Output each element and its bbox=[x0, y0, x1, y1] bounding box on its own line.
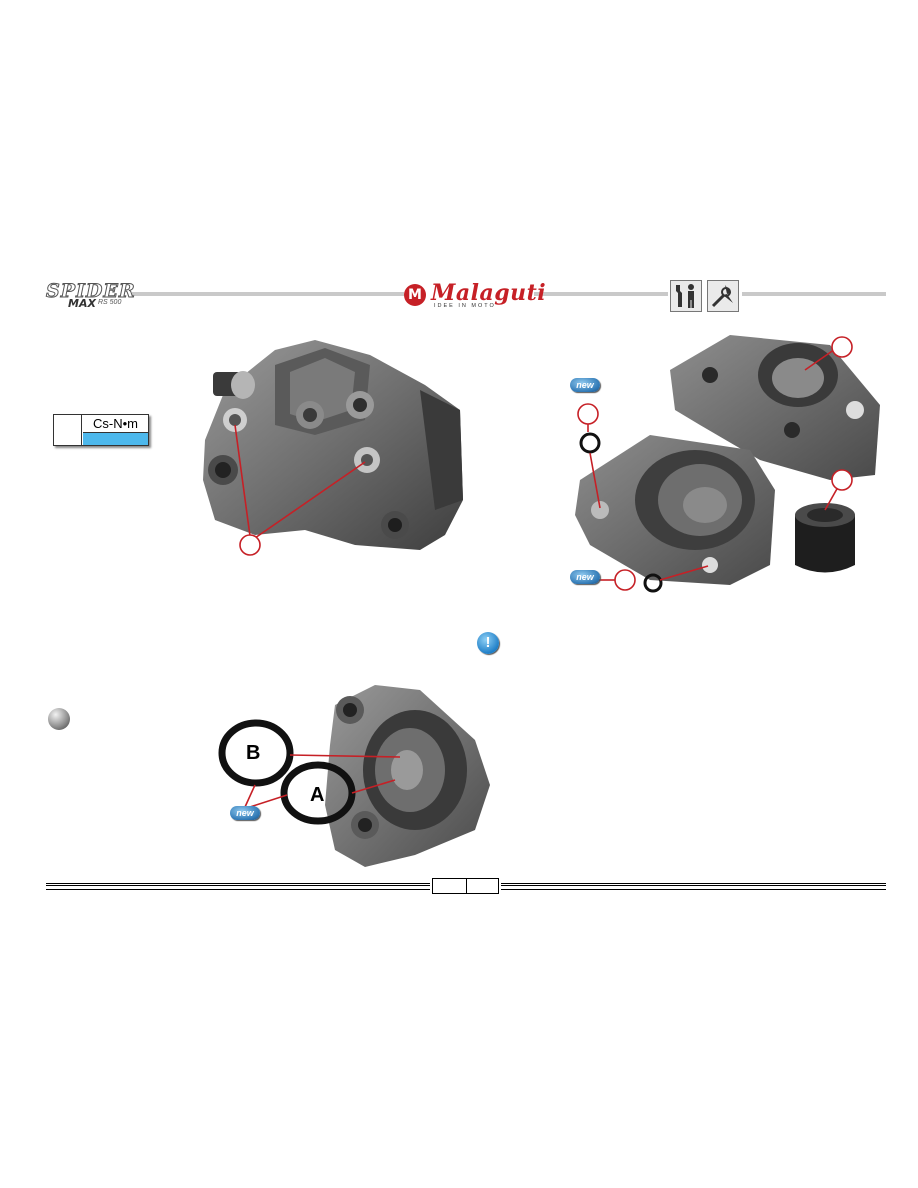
page-number-divider bbox=[466, 879, 467, 893]
new-badge: new bbox=[570, 570, 600, 584]
callout-circle bbox=[831, 336, 853, 358]
header-rule-right bbox=[742, 292, 886, 296]
callout-circle bbox=[614, 569, 636, 591]
caliper-halves-photo bbox=[575, 335, 880, 593]
torque-unit: Cs-N•m bbox=[93, 416, 138, 431]
caliper-photo bbox=[203, 340, 463, 556]
torque-blue-cell bbox=[83, 432, 148, 445]
new-badge: new bbox=[570, 378, 600, 392]
model-logo-line3: RS 500 bbox=[98, 299, 122, 306]
callout-circle bbox=[831, 469, 853, 491]
important-note-icon: ! bbox=[477, 632, 499, 654]
brand-name: Malaguti bbox=[431, 280, 547, 306]
seals-photo bbox=[218, 685, 490, 867]
wrench-spark-icon bbox=[707, 280, 739, 312]
brand-logo: M Malaguti IDEE IN MOTO bbox=[404, 280, 546, 314]
page-number-box bbox=[432, 878, 499, 894]
new-badge: new bbox=[230, 806, 260, 820]
seal-label-b: B bbox=[246, 742, 261, 764]
footer-rule-left bbox=[46, 883, 430, 890]
callout-circle bbox=[577, 403, 599, 425]
brand-tagline: IDEE IN MOTO bbox=[434, 303, 496, 309]
footer-rule-right bbox=[501, 883, 886, 890]
model-logo-line1: SPIDER bbox=[46, 280, 136, 303]
tools-technician-icon bbox=[670, 280, 702, 312]
torque-box: Cs-N•m bbox=[53, 414, 149, 446]
torque-value-cell bbox=[54, 415, 82, 445]
header-rule-middle bbox=[534, 292, 668, 296]
seal-label-a: A bbox=[310, 784, 325, 806]
model-logo-line2: MAX bbox=[68, 297, 96, 310]
header-rule-left bbox=[132, 292, 404, 296]
callout-circle bbox=[239, 534, 261, 556]
bullet-icon bbox=[48, 708, 70, 730]
model-logo: SPIDER MAX RS 500 bbox=[46, 280, 136, 311]
brand-mark-icon: M bbox=[404, 284, 426, 306]
